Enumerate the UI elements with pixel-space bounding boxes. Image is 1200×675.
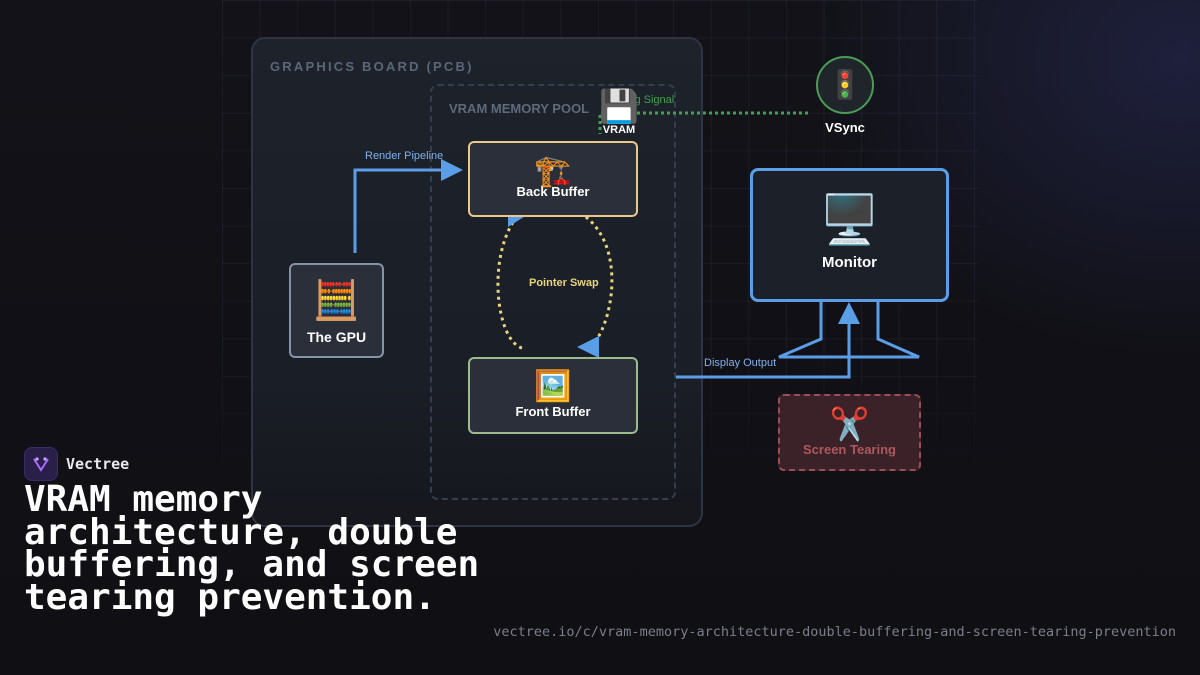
display-output-label: Display Output <box>704 357 777 369</box>
construction-crane-icon: 🏗️ <box>534 155 572 188</box>
back-buffer-label: Back Buffer <box>516 184 590 199</box>
graphics-board-title: GRAPHICS BOARD (PCB) <box>270 59 474 74</box>
monitor-label: Monitor <box>822 254 877 271</box>
monitor-stand <box>778 302 920 359</box>
vectree-logo-icon <box>24 447 58 481</box>
page-title: VRAM memory architecture, double bufferi… <box>24 479 480 618</box>
traffic-light-icon: 🚦 <box>827 69 863 100</box>
source-url: vectree.io/c/vram-memory-architecture-do… <box>493 624 1176 640</box>
vsync-label: VSync <box>825 120 865 135</box>
vram-memory-pool-label: VRAM MEMORY POOL <box>449 101 590 116</box>
pointer-swap-arrowhead-bottom <box>577 336 599 358</box>
front-buffer-node: 🖼️ Front Buffer <box>468 357 638 434</box>
brand-name: Vectree <box>66 455 130 473</box>
render-pipeline-arrowhead <box>441 159 463 181</box>
desktop-computer-icon: 🖥️ <box>819 194 880 247</box>
pointer-swap-label: Pointer Swap <box>529 277 599 289</box>
brand: Vectree <box>24 447 129 481</box>
back-buffer-node: 🏗️ Back Buffer <box>468 141 638 217</box>
screen-tearing-node: ✂️ Screen Tearing <box>778 394 921 471</box>
display-output-arrowhead <box>838 302 860 324</box>
display-output-wire <box>676 320 851 379</box>
scissors-icon: ✂️ <box>829 406 870 442</box>
render-pipeline-wire <box>353 168 445 253</box>
framed-picture-icon: 🖼️ <box>534 370 572 403</box>
timing-signal-label: Timing Signal <box>608 94 675 106</box>
floppy-disk-icon: 💾 <box>599 88 639 124</box>
gpu-node: 🧮 The GPU <box>289 263 384 358</box>
vram-memory-pool-region <box>430 84 676 500</box>
gpu-node-label: The GPU <box>306 329 367 345</box>
vram-chip: 💾 VRAM <box>598 90 640 136</box>
vram-chip-label: VRAM <box>602 124 636 136</box>
front-buffer-label: Front Buffer <box>515 404 591 419</box>
vsync-node: 🚦 <box>816 56 874 114</box>
monitor-node: 🖥️ Monitor <box>750 168 949 302</box>
render-pipeline-label: Render Pipeline <box>365 150 444 162</box>
abacus-icon: 🧮 <box>312 280 361 322</box>
screen-tearing-label: Screen Tearing <box>803 442 896 457</box>
pointer-swap-loop <box>496 211 614 350</box>
timing-signal-wire <box>598 111 808 134</box>
